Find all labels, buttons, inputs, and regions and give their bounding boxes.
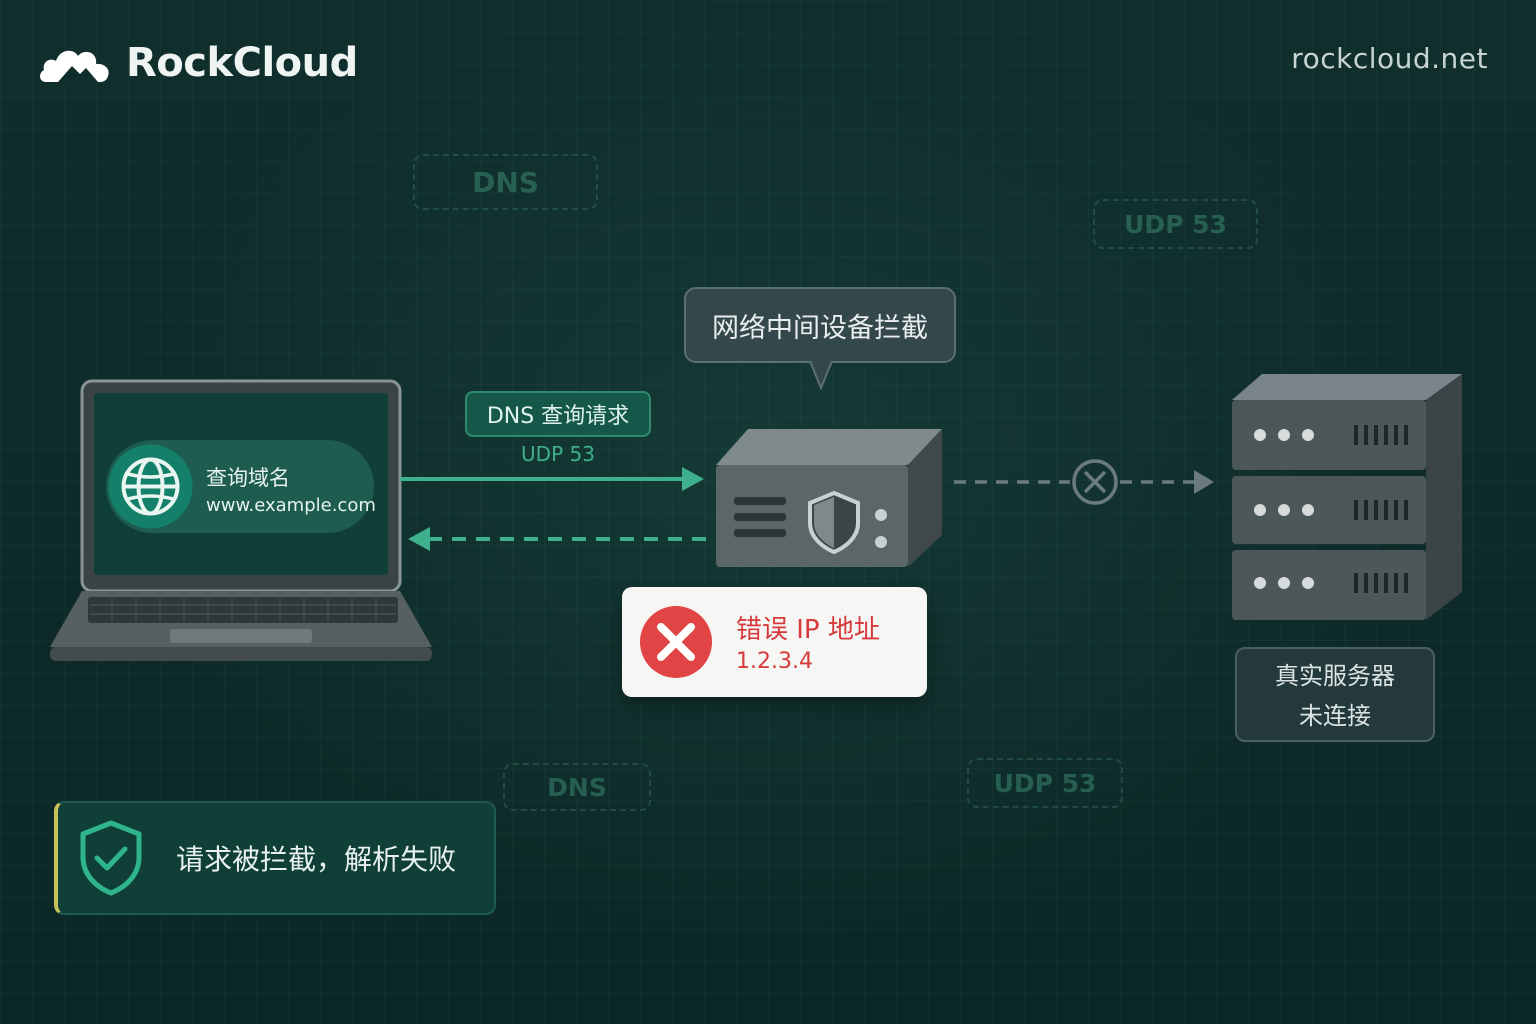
intercept-callout: 网络中间设备拦截	[684, 287, 956, 363]
server-unit	[1232, 476, 1426, 544]
error-title: 错误 IP 地址	[736, 615, 880, 645]
request-port-label: UDP 53	[521, 442, 595, 466]
server-unit	[1232, 400, 1426, 470]
globe-icon	[108, 444, 193, 529]
brand-name: RockCloud	[126, 40, 358, 86]
brand-logo[interactable]: RockCloud	[38, 40, 358, 86]
query-domain: www.example.com	[206, 495, 376, 516]
status-banner: 请求被拦截，解析失败	[54, 801, 496, 915]
site-url[interactable]: rockcloud.net	[1291, 42, 1488, 75]
callout-tail	[810, 360, 832, 390]
server-status-label: 真实服务器 未连接	[1235, 647, 1435, 742]
cloud-icon	[40, 50, 109, 82]
query-card[interactable]: 查询域名 www.example.com	[106, 440, 376, 533]
dns-request-badge: DNS 查询请求	[465, 391, 651, 437]
error-card: 错误 IP 地址 1.2.3.4	[622, 587, 927, 697]
error-ip: 1.2.3.4	[736, 649, 813, 674]
ghost-tag-dns-bottom: DNS	[503, 763, 651, 811]
server-rack	[1232, 374, 1462, 620]
server-unit	[1232, 550, 1426, 620]
blocked-path	[954, 459, 1214, 505]
server-label-line1: 真实服务器	[1275, 662, 1395, 690]
response-arrow-dashed	[408, 527, 706, 551]
ghost-tag-dns-top: DNS	[413, 154, 598, 210]
x-circle-icon	[640, 606, 712, 678]
middlebox-device	[716, 429, 942, 567]
shield-check-icon	[80, 820, 142, 896]
query-title: 查询域名	[206, 466, 290, 490]
server-label-line2: 未连接	[1299, 702, 1371, 730]
ghost-tag-udp-bottom: UDP 53	[967, 758, 1123, 808]
ghost-tag-udp-top: UDP 53	[1093, 199, 1258, 249]
request-arrow	[400, 467, 704, 491]
request-arrows	[400, 467, 706, 551]
status-text: 请求被拦截，解析失败	[176, 843, 457, 876]
blocked-x-icon	[1072, 459, 1118, 505]
